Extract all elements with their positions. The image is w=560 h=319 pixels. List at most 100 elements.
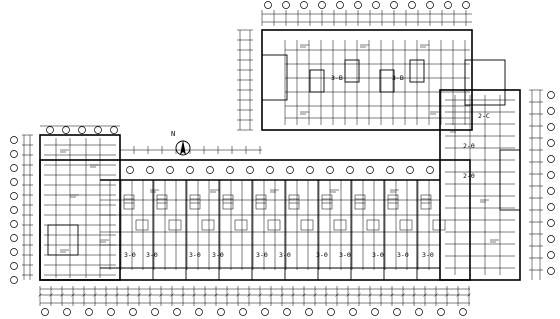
axis-bubble <box>129 308 137 316</box>
axis-bubble <box>547 203 555 211</box>
axis-bubble <box>10 234 18 242</box>
axis-bubble <box>326 166 334 174</box>
unit-tag: 3-0 <box>339 251 351 259</box>
axis-bubble <box>46 126 54 134</box>
axis-bubble <box>426 1 434 9</box>
stair-core <box>288 194 300 210</box>
axis-bubble <box>10 206 18 214</box>
axis-bubble <box>349 308 357 316</box>
unit-tag: 3-0 <box>279 251 291 259</box>
axis-bubble <box>462 1 470 9</box>
axis-bubble <box>547 155 555 163</box>
axis-bubble <box>195 308 203 316</box>
bath-room <box>267 219 281 231</box>
bath-room <box>168 219 182 231</box>
axis-bubble <box>547 171 555 179</box>
axis-bubble <box>85 308 93 316</box>
axis-bubble <box>63 308 71 316</box>
axis-bubble <box>459 308 467 316</box>
unit-tag: 3-B <box>331 74 343 82</box>
axis-bubble <box>354 1 362 9</box>
axis-bubble <box>206 166 214 174</box>
axis-bubble <box>239 308 247 316</box>
axis-bubble <box>437 308 445 316</box>
bath-room <box>201 219 215 231</box>
unit-tags-south: 3-0 3-0 3-0 3-0 3-0 3-0 3-0 3-0 3-0 3-0 … <box>124 251 434 259</box>
unit-tag: 2-0 <box>463 142 475 150</box>
stair-core <box>379 69 395 93</box>
stair-core <box>123 194 135 210</box>
axis-bubble <box>547 235 555 243</box>
axis-bubble <box>217 308 225 316</box>
axis-bubble <box>306 166 314 174</box>
axis-bubble <box>10 178 18 186</box>
axis-bubble <box>10 248 18 256</box>
north-label: N <box>171 130 175 138</box>
axis-bubble <box>173 308 181 316</box>
north-arrow: N <box>171 130 191 156</box>
axis-bubble <box>372 1 380 9</box>
axis-bubble <box>547 219 555 227</box>
axis-bubble <box>547 107 555 115</box>
axis-bubble <box>283 308 291 316</box>
stair-core <box>309 69 325 93</box>
unit-tag: 3-0 <box>189 251 201 259</box>
bath-room <box>366 219 380 231</box>
unit-tag: 3-0 <box>212 251 224 259</box>
axis-bubble <box>226 166 234 174</box>
axis-bubble <box>151 308 159 316</box>
stair-core <box>409 59 425 83</box>
unit-tag: 3-B <box>392 74 404 82</box>
axis-bubble <box>264 1 272 9</box>
axis-bubble <box>386 166 394 174</box>
axis-bubble <box>94 126 102 134</box>
axis-bubble <box>300 1 308 9</box>
unit-tag: 2-C <box>478 112 490 120</box>
axis-bubble <box>10 276 18 284</box>
axis-bubble <box>286 166 294 174</box>
axis-bubble <box>393 308 401 316</box>
bath-room <box>135 219 149 231</box>
axis-bubble <box>62 126 70 134</box>
stair-core <box>344 59 360 83</box>
axis-bubble <box>444 1 452 9</box>
axis-bubble <box>547 139 555 147</box>
stair-core <box>156 194 168 210</box>
bath-room <box>300 219 314 231</box>
axis-bubble <box>366 166 374 174</box>
axis-bubble <box>246 166 254 174</box>
unit-tag: 3-0 <box>422 251 434 259</box>
stair-core <box>255 194 267 210</box>
axis-bubble <box>547 123 555 131</box>
axis-bubble <box>282 1 290 9</box>
axis-bubble <box>327 308 335 316</box>
axis-bubble <box>41 308 49 316</box>
grid-axis-bubbles <box>10 1 555 316</box>
stair-core <box>222 194 234 210</box>
bath-room <box>333 219 347 231</box>
stair-core <box>321 194 333 210</box>
axis-bubble <box>10 136 18 144</box>
bath-room <box>234 219 248 231</box>
axis-bubble <box>166 166 174 174</box>
unit-tags-north: 3-B 3-B <box>331 74 404 82</box>
axis-bubble <box>126 166 134 174</box>
axis-bubble <box>266 166 274 174</box>
unit-tag: 3-0 <box>256 251 268 259</box>
axis-bubble <box>547 91 555 99</box>
axis-bubble <box>261 308 269 316</box>
axis-bubble <box>371 308 379 316</box>
stair-core <box>189 194 201 210</box>
axis-bubble <box>390 1 398 9</box>
bath-room <box>399 219 413 231</box>
axis-bubble <box>426 166 434 174</box>
dimension-ticks <box>22 10 543 306</box>
unit-tag: 3-0 <box>124 251 136 259</box>
stair-core <box>354 194 366 210</box>
bath-room <box>432 219 446 231</box>
axis-bubble <box>318 1 326 9</box>
axis-bubble <box>305 308 313 316</box>
axis-bubble <box>547 251 555 259</box>
unit-tag: 3-0 <box>397 251 409 259</box>
axis-bubble <box>408 1 416 9</box>
